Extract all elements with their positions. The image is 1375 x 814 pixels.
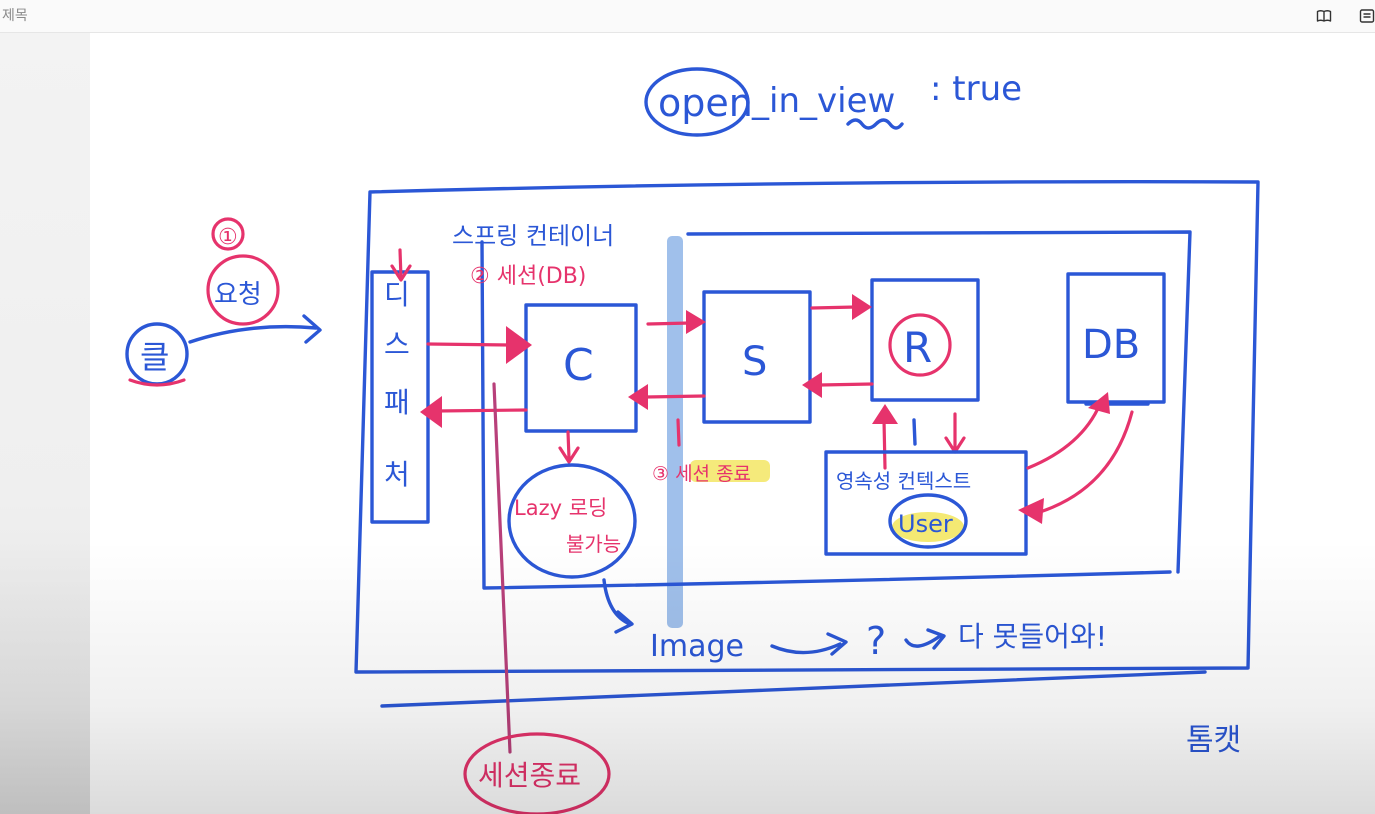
repository-label: R xyxy=(903,323,932,372)
dispatcher-char-2: 스 xyxy=(384,328,410,361)
controller-to-dispatch-line xyxy=(434,408,528,413)
tomcat-bottom-stroke xyxy=(380,670,1207,708)
controller-box xyxy=(524,303,638,433)
controller-to-service-line xyxy=(646,321,692,326)
session-boundary-highlight xyxy=(667,236,683,628)
view-underline xyxy=(846,118,904,130)
tomcat-box xyxy=(354,180,1260,674)
top-bar: 제목 xyxy=(0,0,1375,33)
db-to-pc-line xyxy=(1038,410,1134,514)
dispatch-to-controller-head xyxy=(506,326,532,364)
repo-to-pc-arrow xyxy=(944,412,966,454)
left-pane xyxy=(0,33,90,814)
sidebar-icon[interactable] xyxy=(1355,4,1375,28)
open-circle xyxy=(644,67,750,137)
service-box xyxy=(702,290,812,424)
dispatch-to-controller-line xyxy=(426,342,512,347)
user-label: User xyxy=(898,510,953,538)
repo-to-service-head xyxy=(802,372,822,398)
dispatcher-char-3: 패 xyxy=(384,386,410,419)
client-label: 클 xyxy=(140,338,169,376)
controller-to-dispatch-head xyxy=(420,396,442,428)
pc-to-repo-head xyxy=(872,404,898,424)
request-label: 요청 xyxy=(214,280,262,310)
lazy-loading-line1: Lazy 로딩 xyxy=(514,496,607,520)
pc-to-db-head xyxy=(1088,392,1110,414)
document-title[interactable]: 제목 xyxy=(2,7,28,23)
controller-down-arrow xyxy=(558,430,580,464)
persistence-context-box xyxy=(824,450,1028,556)
heading-colon-true: : true xyxy=(930,69,1022,109)
heading-open: open xyxy=(658,81,753,125)
session-end-bottom: 세션종료 xyxy=(478,759,581,792)
lazy-loading-line2: 불가능 xyxy=(566,532,621,556)
user-circle xyxy=(888,493,968,549)
lazy-to-image-arrow xyxy=(602,578,634,634)
service-to-repo-head xyxy=(852,294,872,320)
image-to-question-arrow xyxy=(770,632,848,656)
repo-pc-link xyxy=(912,418,917,446)
service-label: S xyxy=(742,339,767,385)
session-close-mid: ③ 세션 종료 xyxy=(652,463,751,485)
session-timeline-line xyxy=(492,382,512,754)
user-highlight xyxy=(892,512,964,542)
service-to-controller-line xyxy=(644,394,706,399)
spring-container-left xyxy=(480,240,1172,590)
spring-container-right xyxy=(686,230,1192,574)
book-open-icon[interactable] xyxy=(1312,4,1336,28)
tomcat-label: 톰캣 xyxy=(1186,723,1241,758)
request-arrow xyxy=(188,314,322,344)
image-label: Image xyxy=(650,629,744,664)
step2-session-label: ② 세션(DB) xyxy=(470,264,586,289)
dispatcher-char-4: 처 xyxy=(384,458,410,491)
lazy-loading-circle xyxy=(507,463,637,579)
db-label: DB xyxy=(1082,322,1140,368)
question-mark: ? xyxy=(866,619,886,663)
session-close-highlight xyxy=(690,460,770,482)
service-to-controller-head xyxy=(628,384,648,410)
pc-to-repo-line xyxy=(882,418,887,470)
client-underline xyxy=(128,378,186,387)
session-close-tick xyxy=(676,418,681,447)
session-end-circle xyxy=(463,732,611,814)
request-circle xyxy=(206,254,280,326)
controller-label: C xyxy=(563,340,594,391)
repo-to-service-line xyxy=(818,382,874,387)
dispatcher-entry-arrow xyxy=(390,248,412,282)
db-to-pc-head xyxy=(1018,498,1044,524)
persistence-context-label: 영속성 컨텍스트 xyxy=(836,469,971,493)
db-box xyxy=(1066,272,1166,404)
controller-to-service-head xyxy=(686,310,706,334)
service-to-repo-line xyxy=(810,305,858,310)
repository-circle xyxy=(888,313,952,377)
heading-in-view: _in_view xyxy=(751,81,895,121)
spring-container-label: 스프링 컨테이너 xyxy=(452,222,614,250)
step1-marker: ① xyxy=(218,225,238,250)
pc-to-db-line xyxy=(1026,402,1102,470)
repository-box xyxy=(870,278,980,402)
step1-circle xyxy=(211,217,245,251)
bring-all-label: 다 못들어와! xyxy=(958,620,1107,653)
question-to-text-arrow xyxy=(904,628,946,650)
dispatcher-char-1: 디 xyxy=(384,278,410,311)
